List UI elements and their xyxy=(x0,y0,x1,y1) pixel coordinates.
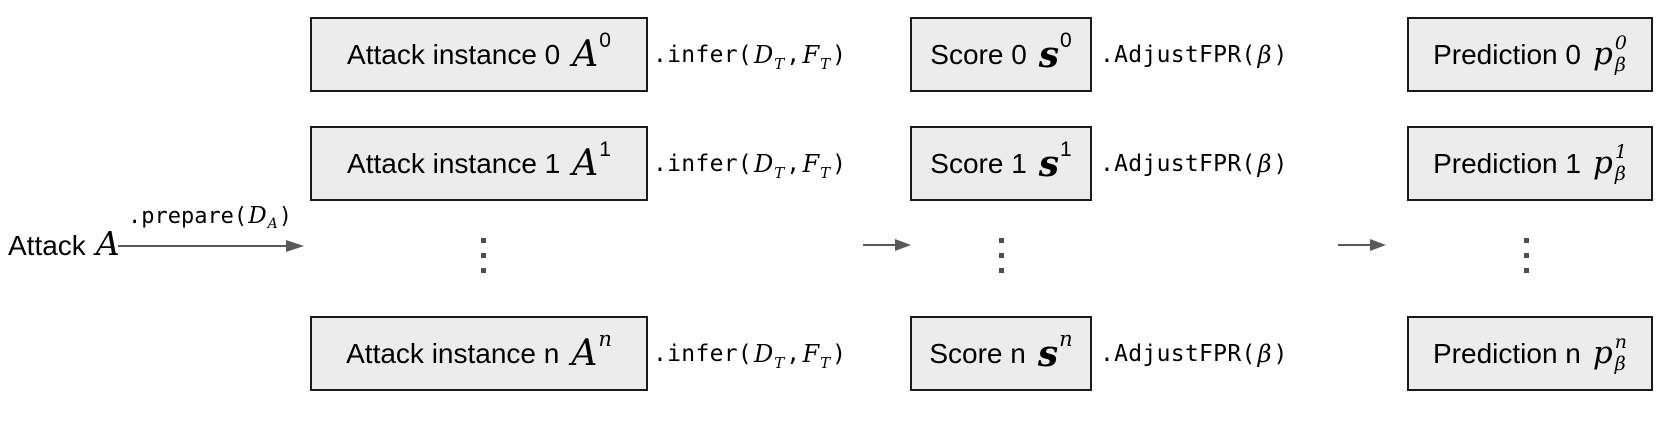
mid-arrow-infer xyxy=(863,239,911,251)
math-beta-symbol: β xyxy=(1257,339,1272,368)
math-beta-symbol: β xyxy=(1257,40,1272,69)
math-beta-symbol: β xyxy=(1257,149,1272,178)
adjust-fpr-label-n: .AdjustFPR(β) xyxy=(1100,339,1288,368)
prepare-label: .prepare(DA) xyxy=(105,203,315,232)
prediction-label: Prediction n xyxy=(1433,337,1581,369)
adjust-fpr-label-1: .AdjustFPR(β) xyxy=(1100,149,1288,178)
ellipsis-prediction-column xyxy=(1524,238,1529,273)
score-label: Score n xyxy=(929,337,1026,369)
attack-instance-label: Attack instance n xyxy=(346,337,560,369)
math-dataset-attacker-symbol: DA xyxy=(248,203,278,232)
prepare-prefix: .prepare( xyxy=(127,204,248,229)
score-label: Score 0 xyxy=(930,38,1027,70)
attack-instance-label: Attack instance 1 xyxy=(347,147,561,179)
adjust-fpr-label-0: .AdjustFPR(β) xyxy=(1100,40,1288,69)
attack-source-label: Attack xyxy=(8,230,86,261)
prediction-label: Prediction 1 xyxy=(1433,147,1581,179)
prepare-suffix: ) xyxy=(278,204,293,229)
mid-arrow-adjust xyxy=(1338,239,1386,251)
attack-source: Attack A xyxy=(8,224,120,263)
attack-instance-label: Attack instance 0 xyxy=(347,38,561,70)
prepare-arrow xyxy=(118,240,304,252)
ellipsis-score-column xyxy=(999,238,1004,273)
math-script-a-symbol: A xyxy=(95,224,120,263)
ellipsis-attack-column xyxy=(481,238,486,273)
score-label: Score 1 xyxy=(930,147,1027,179)
prediction-label: Prediction 0 xyxy=(1433,38,1581,70)
